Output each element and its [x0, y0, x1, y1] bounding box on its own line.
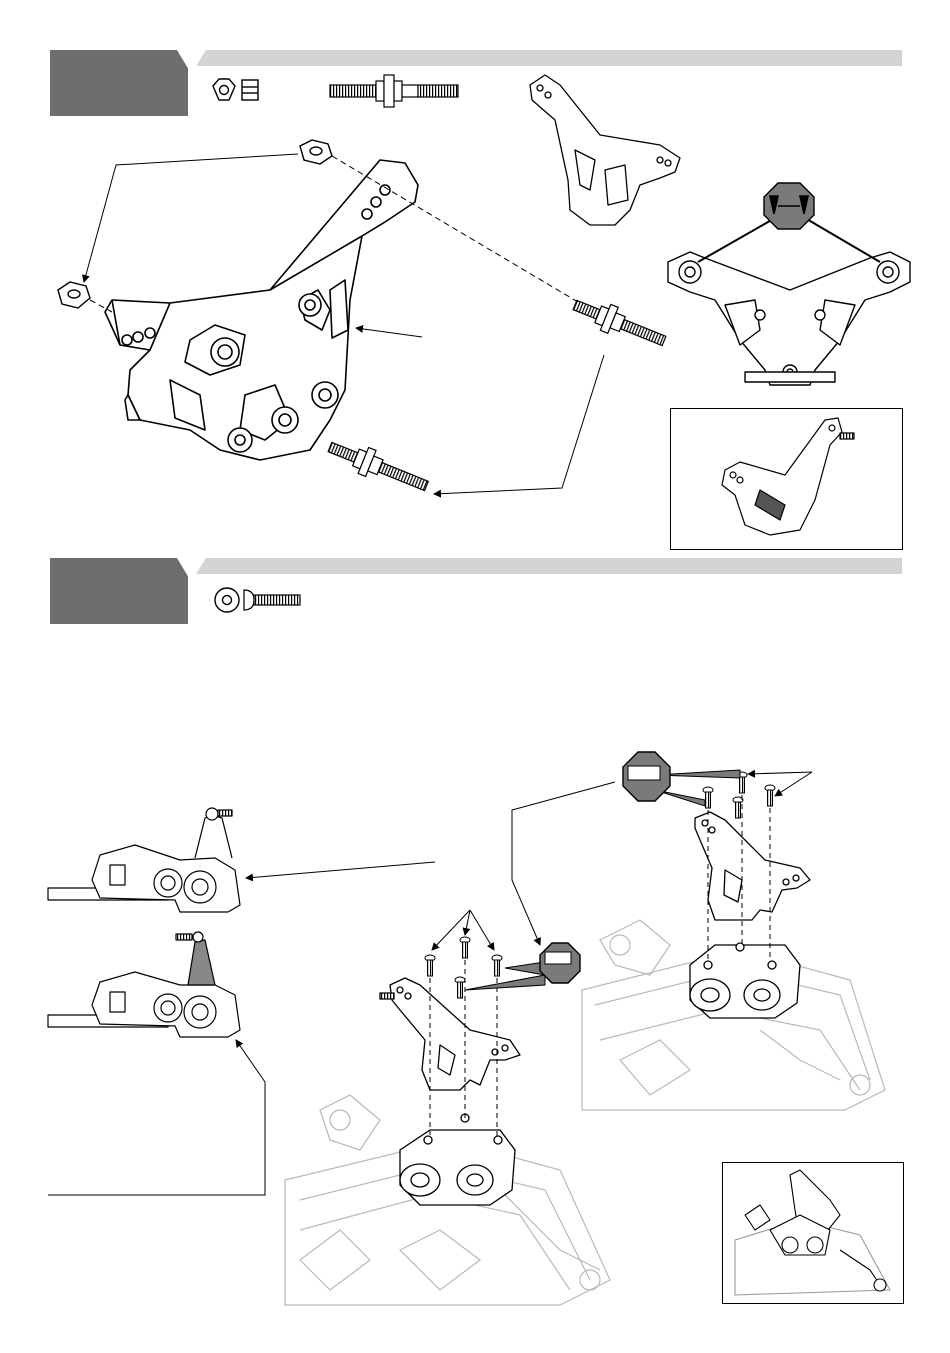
threadlock-sign-right	[623, 752, 740, 806]
shock-tower-front-view	[668, 252, 910, 385]
side-view-upper	[48, 808, 240, 912]
leaders-middle	[432, 782, 615, 950]
shock-tower-reference	[530, 75, 680, 225]
ball-stud-turnbuckle-icon	[330, 75, 458, 107]
inset-tower-drawing	[722, 418, 854, 535]
washer-icon	[215, 588, 239, 612]
leaders-right	[748, 772, 812, 796]
shock-tower-right	[695, 812, 810, 920]
exploded-nut-top	[300, 140, 332, 164]
front-shock-tower-exploded	[105, 160, 418, 460]
exploded-ball-stud-right	[570, 292, 669, 354]
exploded-nut-left	[58, 282, 90, 308]
hex-nut-icon	[213, 79, 258, 100]
button-head-screw-icon	[244, 590, 300, 610]
inset-chassis-drawing	[735, 1170, 890, 1295]
front-bulkhead-middle	[400, 1114, 515, 1205]
threadlock-tube-icon	[545, 952, 571, 964]
threadlock-sign-middle	[465, 943, 580, 990]
screws-right	[703, 772, 775, 818]
leader-lines-step-b-left	[48, 862, 435, 1195]
side-view-lower	[48, 932, 240, 1037]
exploded-ball-stud-bottom	[325, 434, 432, 499]
shock-tower-middle	[380, 978, 520, 1090]
front-bulkhead-right	[690, 943, 800, 1018]
threadlock-tube-icon	[628, 766, 660, 780]
adjust-sign	[698, 183, 880, 262]
